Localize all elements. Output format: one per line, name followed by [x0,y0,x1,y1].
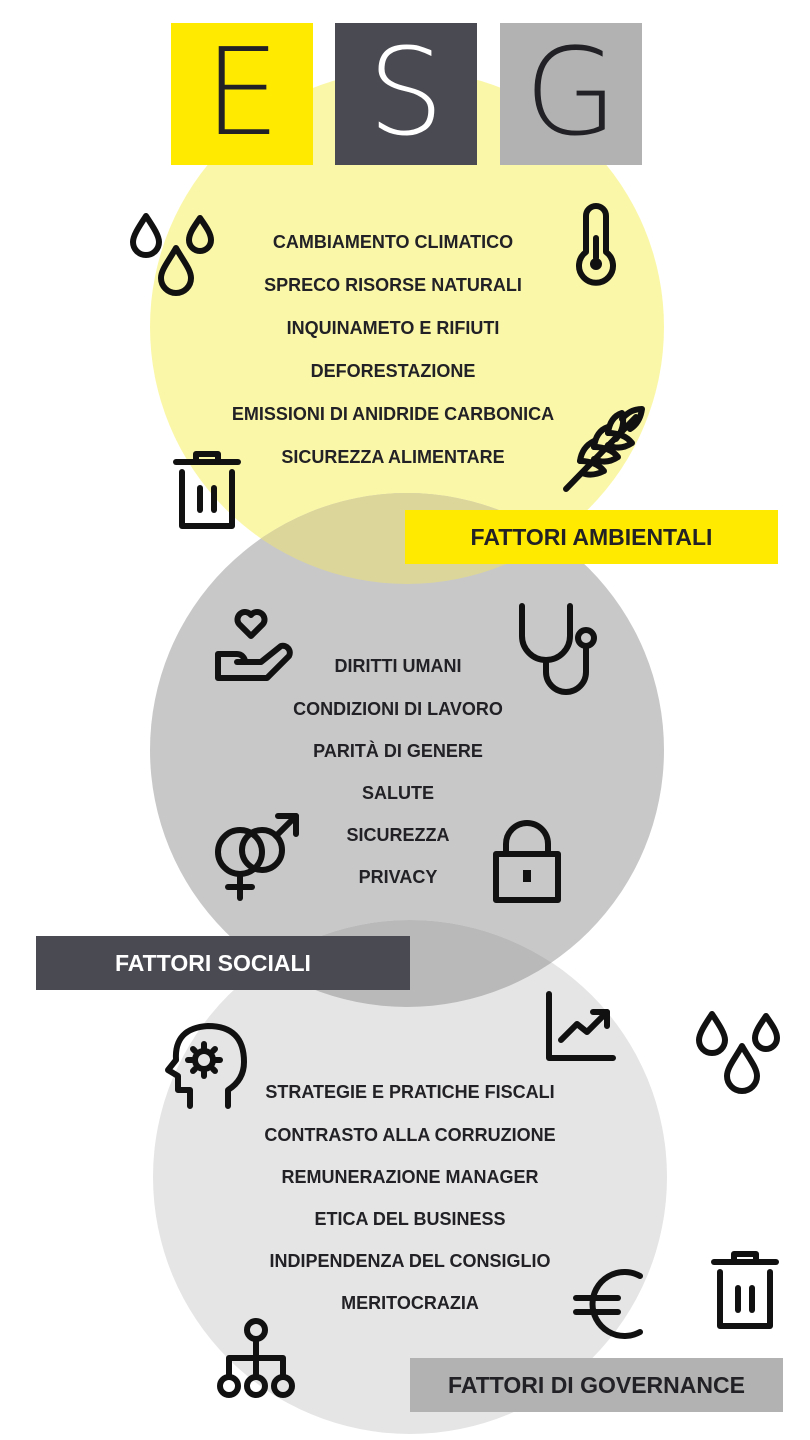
gov-item: MERITOCRAZIA [341,1293,479,1313]
letter-e: E [204,24,280,163]
social-label: FATTORI SOCIALI [36,936,410,990]
hierarchy-icon [215,1318,297,1402]
letter-s-box: S [335,23,477,165]
water-drops-icon [128,212,218,297]
gov-item: INDIPENDENZA DEL CONSIGLIO [269,1251,551,1271]
gov-item: CONTRASTO ALLA CORRUZIONE [264,1125,556,1145]
env-item: SICUREZZA ALIMENTARE [281,447,505,467]
env-item: CAMBIAMENTO CLIMATICO [272,232,514,252]
env-item: DEFORESTAZIONE [310,361,476,381]
soc-item: DIRITTI UMANI [334,656,462,676]
soc-item: SICUREZZA [346,825,450,845]
stethoscope-icon [510,600,606,700]
env-item: INQUINAMETO E RIFIUTI [286,318,500,338]
soc-item: CONDIZIONI DI LAVORO [293,699,503,719]
env-item: EMISSIONI DI ANIDRIDE CARBONICA [231,404,555,424]
gov-item: REMUNERAZIONE MANAGER [281,1167,539,1187]
gov-item: STRATEGIE E PRATICHE FISCALI [265,1082,555,1102]
gender-icon [210,810,302,902]
soc-item: PARITÀ DI GENERE [313,741,483,761]
letter-g-box: G [500,23,642,165]
padlock-icon [490,820,564,906]
trash-bin-icon [172,450,242,532]
growth-chart-icon [543,991,617,1064]
euro-icon [572,1264,648,1344]
governance-label: FATTORI DI GOVERNANCE [410,1358,783,1412]
letter-e-box: E [171,23,313,165]
heart-hand-icon [213,602,295,684]
water-drops-icon [694,1010,784,1095]
soc-item: PRIVACY [358,867,438,887]
thermometer-icon [570,202,622,286]
environmental-label: FATTORI AMBIENTALI [405,510,778,564]
env-item: SPRECO RISORSE NATURALI [264,275,522,295]
gov-item: ETICA DEL BUSINESS [314,1209,506,1229]
head-gear-icon [160,1020,252,1112]
letter-g: G [524,24,618,163]
letter-s: S [367,24,445,163]
trash-bin-icon [710,1250,780,1332]
soc-item: SALUTE [362,783,434,803]
wheat-icon [560,405,648,495]
